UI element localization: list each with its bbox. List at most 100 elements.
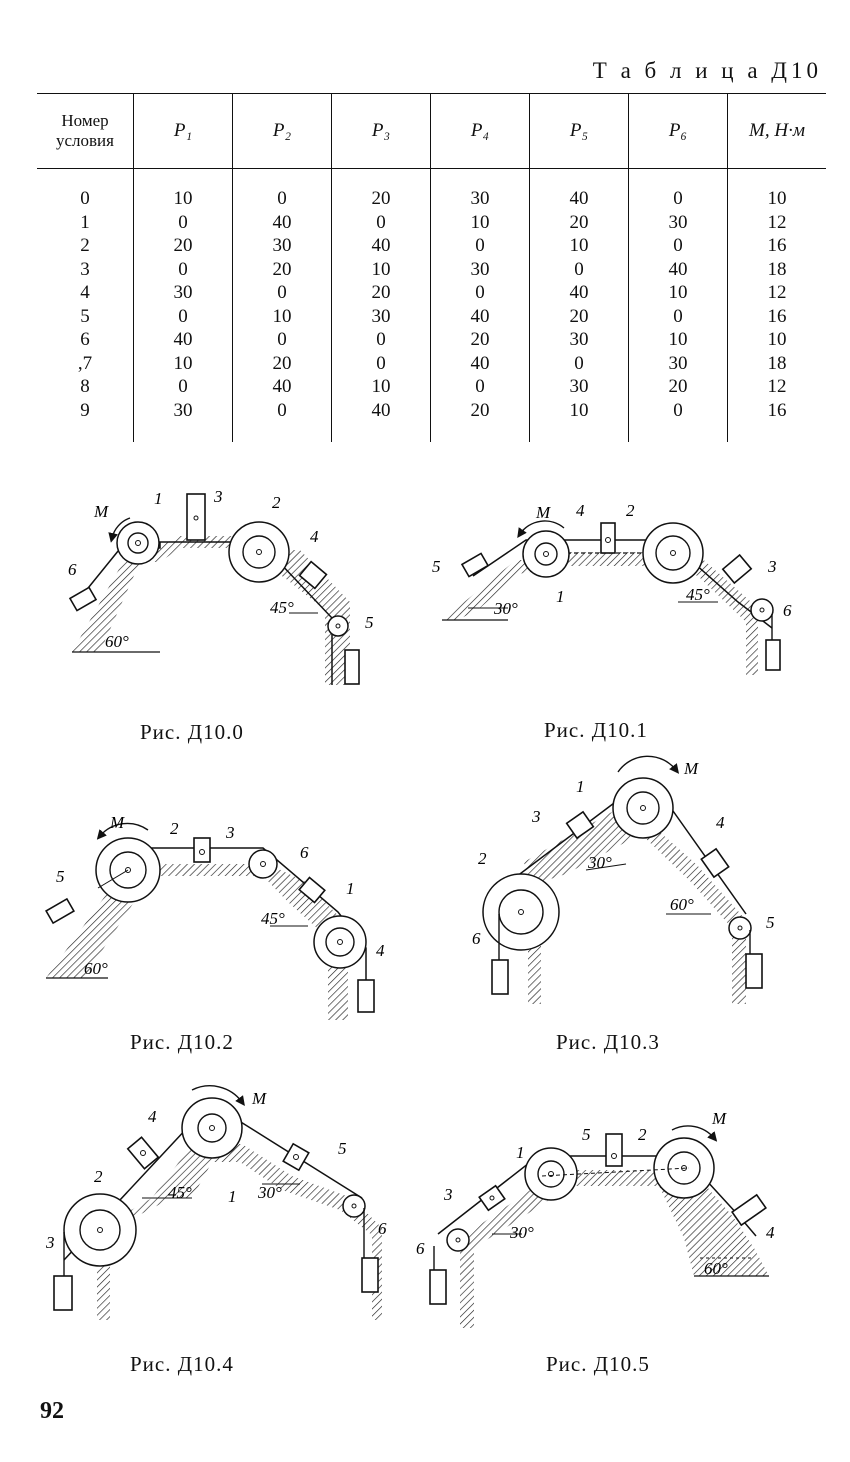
fig3-label-5: 5 [766,913,775,932]
table-cell: 12 [727,281,826,305]
fig2-label-2: 2 [170,819,179,838]
fig2-caption: Рис. Д10.2 [130,1030,234,1054]
table-cell: 0 [133,375,233,399]
table-cell: 30 [628,210,728,234]
fig0-label-4: 4 [310,527,319,546]
table-cell: 10 [133,351,233,375]
table-cell: 20 [529,304,629,328]
row-condition-number: 3 [80,258,90,280]
table-cell: 0 [232,168,332,211]
fig4-caption: Рис. Д10.4 [130,1352,234,1376]
table-cell: 0 [628,304,728,328]
fig0-label-2: 2 [272,493,281,512]
fig5-label-2: 2 [638,1125,647,1144]
table-cell: 18 [727,257,826,281]
table-header-row: Номер условия P₁ P₂ P₃ P₄ P₅ P₆ M, Н·м [37,93,826,169]
table-cell: 0 [331,351,431,375]
table-cell: 20 [430,328,530,352]
table-cell: 40 [133,328,233,352]
figure-d10-5: M 1 2 3 4 5 6 30° 60° [416,1109,775,1328]
table-cell: 40 [232,210,332,234]
table-cell: 30 [133,281,233,305]
fig0-label-m: M [93,502,109,521]
table-cell: 10 [727,168,826,211]
figure-d10-0: M 1 2 3 4 5 6 60° 45° [68,487,374,685]
fig5-label-4: 4 [766,1223,775,1242]
col-header-condition: Номер условия [37,93,134,169]
table-cell: 40 [331,234,431,258]
table-cell: 0 [232,398,332,442]
fig2-label-6: 6 [300,843,309,862]
data-table: Номер условия P₁ P₂ P₃ P₄ P₅ P₆ M, Н·м 0… [37,93,826,442]
table-cell: 40 [331,398,431,442]
fig4-label-1: 1 [228,1187,237,1206]
fig4-angle-2: 30° [257,1183,282,1202]
fig1-angle-1: 30° [493,599,518,618]
table-cell: 30 [529,328,629,352]
table-cell: 10 [331,257,431,281]
fig5-caption: Рис. Д10.5 [546,1352,650,1376]
row-condition-number: ,7 [77,352,93,374]
table-cell: 16 [727,304,826,328]
row-condition-number: 4 [80,282,90,303]
fig1-label-6: 6 [783,601,792,620]
table-cell: 40 [232,375,332,399]
table-cell: 10 [232,304,332,328]
row-condition-number: 9 [80,399,90,421]
table-cell: 0 [430,281,530,305]
fig4-label-4: 4 [148,1107,157,1126]
row-condition-number: 5 [80,305,90,327]
fig0-label-3: 3 [213,487,223,506]
fig0-label-1: 1 [154,489,163,508]
fig1-label-2: 2 [626,501,635,520]
fig5-label-m: M [711,1109,727,1128]
table-cell: 0 [430,375,530,399]
table-cell: 0 [133,304,233,328]
table-cell: 10 [628,328,728,352]
table-cell: 16 [727,398,826,442]
table-cell: 20 [232,351,332,375]
fig0-angle-2: 45° [270,598,294,617]
fig3-caption: Рис. Д10.3 [556,1030,660,1054]
table-cell: 18 [727,351,826,375]
fig3-label-4: 4 [716,813,725,832]
table-cell: 30 [628,351,728,375]
table-cell: 12 [727,210,826,234]
table-cell: 40 [430,304,530,328]
figure-d10-1: M 1 2 3 4 5 6 30° 45° [432,501,792,675]
fig5-angle-1: 30° [509,1223,534,1242]
fig1-label-m: M [535,503,551,522]
fig2-angle-2: 45° [261,909,285,928]
fig4-label-3: 3 [45,1233,55,1252]
figure-d10-2: M 1 2 3 4 5 6 60° 45° [45,813,385,1020]
fig3-label-6: 6 [472,929,481,948]
fig2-label-5: 5 [56,867,65,886]
col-header-moment: M, Н·м [727,93,826,169]
fig0-label-6: 6 [68,560,77,579]
fig1-caption: Рис. Д10.1 [544,718,648,742]
page-number: 92 [40,1398,64,1424]
table-cell: 0 [133,210,233,234]
col-header-p3: P₃ [331,93,431,169]
fig2-label-m: M [109,813,125,832]
table-cell: 10 [529,398,629,442]
table-cell: 10 [430,210,530,234]
table-cell: 0 [133,257,233,281]
row-condition-number: 2 [80,235,90,256]
fig1-angle-2: 45° [686,585,710,604]
fig4-label-6: 6 [378,1219,387,1238]
table-cell: 30 [133,398,233,442]
fig5-angle-2: 60° [704,1259,728,1278]
table-cell: 20 [232,257,332,281]
figure-d10-3: M 1 2 3 4 5 6 30° 60° [472,755,775,1004]
col-header-p2: P₂ [232,93,332,169]
figure-d10-4: M 1 2 3 4 5 6 45° 30° [45,1085,387,1320]
table-cell: 30 [430,257,530,281]
